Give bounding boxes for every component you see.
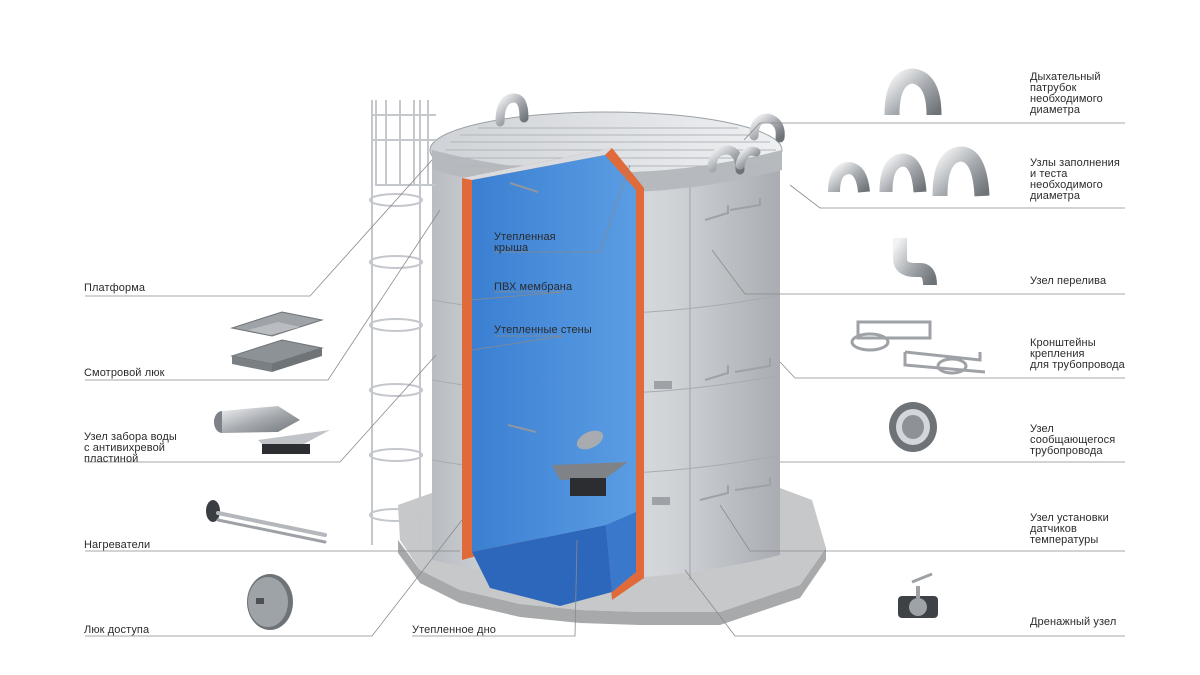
label-inspection-hatch: Смотровой люк — [84, 367, 165, 379]
pipe-bracket-icon — [850, 320, 986, 375]
drain-node-icon — [898, 572, 938, 618]
label-insulated-walls: Утепленные стены — [494, 324, 592, 336]
breather-pipe-icon — [884, 68, 942, 116]
label-pipe-brackets: Кронштейны крепления для трубопровода — [1030, 337, 1125, 371]
leader-lines — [85, 122, 1125, 637]
wall-brackets — [652, 198, 771, 505]
ladder-cage — [369, 100, 436, 545]
inner-water-intake — [507, 182, 628, 496]
label-connecting-pipe: Узел сообщающегося трубопровода — [1030, 423, 1116, 457]
label-platform: Платформа — [84, 282, 146, 294]
label-access-hatch: Люк доступа — [84, 624, 150, 636]
cutaway-section — [462, 148, 644, 606]
label-overflow-node: Узел перелива — [1030, 275, 1107, 287]
label-breather-pipe: Дыхательный патрубок необходимого диамет… — [1030, 71, 1103, 116]
label-insulated-roof: Утепленная крыша — [494, 231, 556, 254]
water-intake-icon — [214, 406, 330, 454]
label-temp-sensors: Узел установки датчиков температуры — [1030, 512, 1109, 546]
inspection-hatch-icon — [230, 311, 324, 372]
label-insulated-bottom: Утепленное дно — [412, 624, 496, 636]
label-water-intake: Узел забора воды с антивихревой пластино… — [84, 431, 177, 465]
overflow-node-icon — [893, 238, 937, 286]
access-hatch-icon — [247, 574, 293, 630]
label-heaters: Нагреватели — [84, 539, 151, 551]
connecting-pipe-icon — [889, 402, 937, 452]
label-drain-node: Дренажный узел — [1030, 616, 1117, 628]
label-pvc-membrane: ПВХ мембрана — [494, 281, 573, 293]
fill-test-nodes-icon — [828, 146, 990, 197]
label-fill-test-nodes: Узлы заполнения и теста необходимого диа… — [1030, 157, 1120, 202]
roof-pipes — [495, 93, 785, 175]
heater-icon — [206, 500, 327, 544]
